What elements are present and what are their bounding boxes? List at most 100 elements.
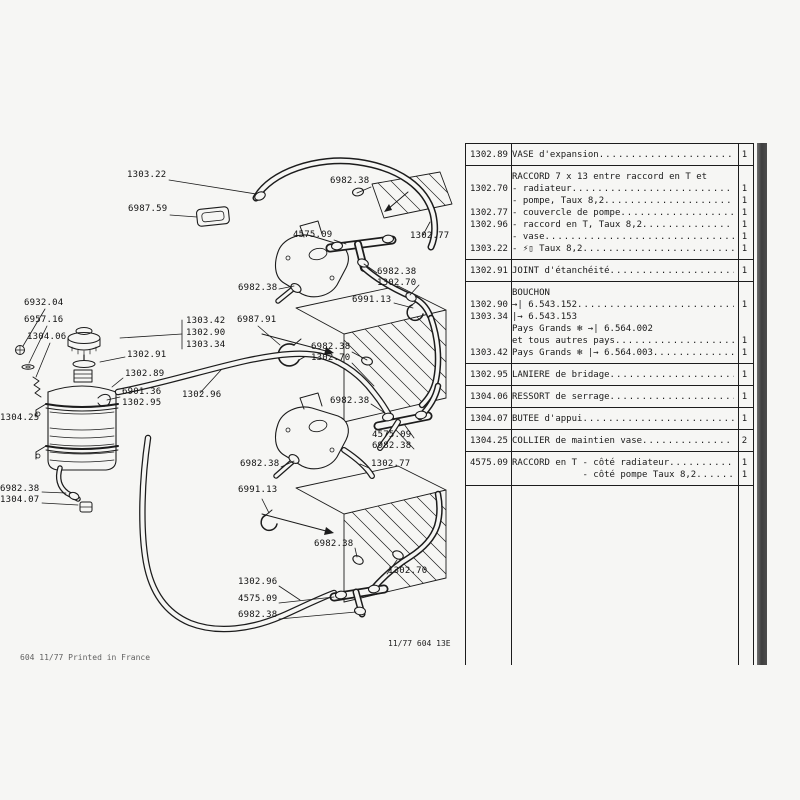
- part-description: COLLIER de maintien vase: [512, 435, 736, 447]
- part-description: →| 6.543.152: [512, 299, 736, 311]
- part-description: - radiateur: [512, 183, 736, 195]
- parts-table-group: 1302.89 VASE d'expansion 1: [466, 144, 753, 166]
- part-qty: 1: [741, 392, 748, 402]
- part-label: 1303.22: [127, 170, 167, 180]
- part-label: 1302.91: [127, 350, 167, 360]
- part-description: RACCORD en T - côté radiateur: [512, 457, 736, 469]
- part-description: et tous autres pays: [512, 335, 736, 347]
- part-label: 6987.59: [128, 204, 168, 214]
- part-number: 1302.89: [470, 150, 508, 160]
- part-number: 1304.25: [470, 436, 508, 446]
- part-number: 1302.95: [470, 370, 508, 380]
- leader-lines: [22, 179, 431, 620]
- parts-table-row: Pays Grands ❄ →| 6.564.002: [466, 323, 753, 335]
- part-label: 1302.70: [388, 566, 428, 576]
- part-number: [466, 231, 512, 243]
- part-qty: 1: [741, 458, 748, 468]
- parts-table-row: 1302.95 LANIERE de bridage 1: [466, 369, 753, 381]
- spring-part: [32, 376, 42, 398]
- part-qty: 1: [741, 208, 748, 218]
- part-number: 1304.06: [470, 392, 508, 402]
- part-number: 1303.22: [470, 244, 508, 254]
- part-label: 6982.38: [377, 267, 417, 277]
- parts-table-row: et tous autres pays1: [466, 335, 753, 347]
- part-qty: 1: [741, 150, 748, 160]
- part-label: 6982.38: [372, 441, 412, 451]
- part-label: 1302.89: [125, 369, 165, 379]
- part-label: 4575.09: [293, 230, 333, 240]
- part-qty: 1: [741, 244, 748, 254]
- tank-collars: [35, 403, 119, 460]
- part-description: LANIERE de bridage: [512, 369, 736, 381]
- part-label: 1302.70: [377, 278, 417, 288]
- expansion-tank: [47, 369, 117, 471]
- part-number: 1302.90: [470, 300, 508, 310]
- strap-part: [97, 393, 111, 407]
- part-description: VASE d'expansion: [512, 149, 736, 161]
- part-label: 1302.70: [311, 353, 351, 363]
- part-number: [466, 171, 512, 183]
- parts-table-group: 1302.95 LANIERE de bridage 1: [466, 364, 753, 386]
- part-description: - pompe, Taux 8,2: [512, 195, 736, 207]
- part-label: 1302.96: [238, 577, 278, 587]
- part-label: 6982.38: [311, 342, 351, 352]
- parts-table-row: BOUCHON: [466, 287, 753, 299]
- parts-table-row: 1303.22- ⚡▯ Taux 8,21: [466, 243, 753, 255]
- parts-table-row: 1304.06 RESSORT de serrage 1: [466, 391, 753, 403]
- part-label: 6982.38: [238, 283, 278, 293]
- part-qty: 1: [741, 266, 748, 276]
- part-label: 6901.36: [122, 387, 162, 397]
- part-label: 6991.13: [238, 485, 278, 495]
- parts-table-row: 1302.90 →| 6.543.152 1: [466, 299, 753, 311]
- part-label: 1302.77: [371, 459, 411, 469]
- flow-arrows: [261, 191, 409, 535]
- part-qty: 1: [741, 232, 748, 242]
- part-label: 1302.96: [182, 390, 222, 400]
- parts-table-row: - pompe, Taux 8,21: [466, 195, 753, 207]
- part-qty: 1: [741, 220, 748, 230]
- filler-cap: [67, 327, 101, 368]
- part-label: 1303.42: [186, 316, 226, 326]
- clip-6987-59: [195, 206, 230, 227]
- parts-table-row: 1303.34|→ 6.543.153: [466, 311, 753, 323]
- parts-table-row: 1302.77- couvercle de pompe1: [466, 207, 753, 219]
- part-label: 6982.38: [330, 396, 370, 406]
- part-label: 1302.90: [186, 328, 226, 338]
- part-label: 6932.04: [24, 298, 64, 308]
- part-description: RESSORT de serrage: [512, 391, 736, 403]
- part-label: 6987.91: [237, 315, 277, 325]
- part-number: 1302.96: [470, 220, 508, 230]
- part-number: [466, 469, 512, 481]
- part-description: BUTEE d'appui: [512, 413, 736, 425]
- parts-table-row: 1302.96- raccord en T, Taux 8,21: [466, 219, 753, 231]
- part-description: Pays Grands ❄ →| 6.564.002: [512, 324, 653, 334]
- parts-table-group: 1304.06 RESSORT de serrage 1: [466, 386, 753, 408]
- part-qty: 1: [741, 348, 748, 358]
- plate-reference: 11/77 604 13E: [388, 639, 451, 648]
- cap-valve-parts: [15, 345, 42, 398]
- part-label: 6982.38: [238, 610, 278, 620]
- part-label: 1302.95: [122, 398, 162, 408]
- part-label: 6982.38: [0, 484, 40, 494]
- parts-table-row: 1302.70- radiateur1: [466, 183, 753, 195]
- cap-seal-ring: [72, 360, 96, 368]
- part-description: - côté pompe Taux 8,2: [512, 469, 736, 481]
- part-qty: 1: [741, 370, 748, 380]
- part-number: 1304.07: [470, 414, 508, 424]
- part-qty: 1: [741, 184, 748, 194]
- part-label: 1303.34: [186, 340, 226, 350]
- hoses: [55, 157, 443, 633]
- part-label: 6957.16: [24, 315, 64, 325]
- part-label: 6982.38: [314, 539, 354, 549]
- part-label: 1304.06: [27, 332, 67, 342]
- part-description: JOINT d'étanchéité: [512, 265, 736, 277]
- part-number: 1303.42: [470, 348, 508, 358]
- part-qty: 1: [741, 300, 748, 310]
- part-description: - couvercle de pompe: [512, 207, 736, 219]
